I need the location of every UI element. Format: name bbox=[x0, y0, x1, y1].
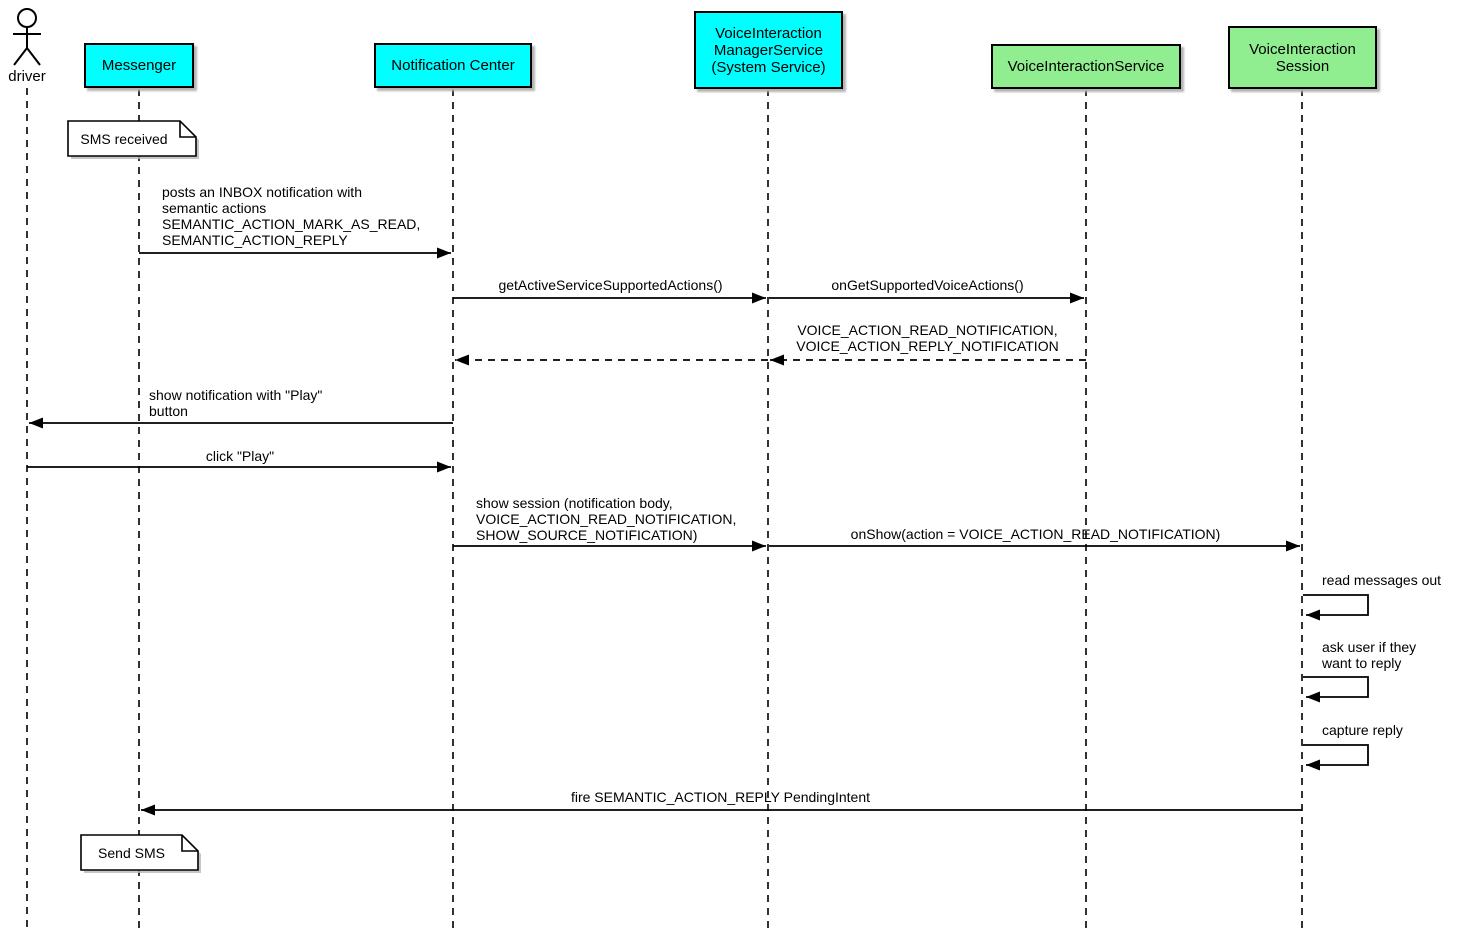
note-sms-received: SMS received bbox=[80, 130, 168, 147]
note-sms-received-shape bbox=[67, 120, 199, 159]
message-label-show-session: show session (notification body, VOICE_A… bbox=[476, 495, 737, 543]
note-send-sms: Send SMS bbox=[98, 844, 165, 861]
participant-box-voice-interaction-service: VoiceInteractionService bbox=[991, 44, 1181, 89]
message-label-show-notification-play: show notification with "Play" button bbox=[149, 387, 323, 419]
participant-label-messenger: Messenger bbox=[101, 57, 177, 74]
lifelines bbox=[26, 88, 1303, 929]
arrow-self-capture-reply bbox=[1303, 744, 1369, 771]
message-label-supported-actions-return: VOICE_ACTION_READ_NOTIFICATION, VOICE_AC… bbox=[796, 322, 1059, 354]
participant-label-voice-interaction-session: VoiceInteraction Session bbox=[1249, 40, 1356, 75]
participant-label-voice-interaction-service: VoiceInteractionService bbox=[1007, 58, 1165, 75]
participant-box-messenger: Messenger bbox=[84, 43, 194, 88]
message-label-capture-reply: capture reply bbox=[1322, 722, 1403, 738]
note-send-sms-shape bbox=[80, 834, 201, 873]
message-label-on-get-supported-voice-actions: onGetSupportedVoiceActions() bbox=[831, 277, 1024, 293]
message-label-post-inbox-notification: posts an INBOX notification with semanti… bbox=[162, 184, 421, 248]
message-label-ask-user-reply: ask user if they want to reply bbox=[1322, 639, 1417, 671]
message-label-on-show: onShow(action = VOICE_ACTION_READ_NOTIFI… bbox=[850, 526, 1221, 542]
participant-box-voice-interaction-session: VoiceInteraction Session bbox=[1228, 26, 1377, 89]
actor-driver-label: driver bbox=[8, 68, 46, 85]
participant-label-notification-center: Notification Center bbox=[391, 57, 515, 74]
participant-box-voice-interaction-manager-service: VoiceInteraction ManagerService (System … bbox=[694, 11, 843, 89]
message-label-get-active-service-supported-actions: getActiveServiceSupportedActions() bbox=[498, 277, 723, 293]
participant-box-notification-center: Notification Center bbox=[374, 43, 532, 88]
arrow-self-read-messages-out bbox=[1303, 594, 1369, 621]
message-label-read-messages-out: read messages out bbox=[1322, 572, 1442, 588]
message-label-fire-pending-intent: fire SEMANTIC_ACTION_REPLY PendingIntent bbox=[570, 789, 871, 805]
participant-label-voice-interaction-manager-service: VoiceInteraction ManagerService (System … bbox=[711, 24, 826, 76]
arrow-self-ask-user-reply bbox=[1303, 676, 1369, 703]
actor-driver-icon bbox=[13, 8, 41, 66]
message-label-click-play: click "Play" bbox=[205, 448, 275, 464]
